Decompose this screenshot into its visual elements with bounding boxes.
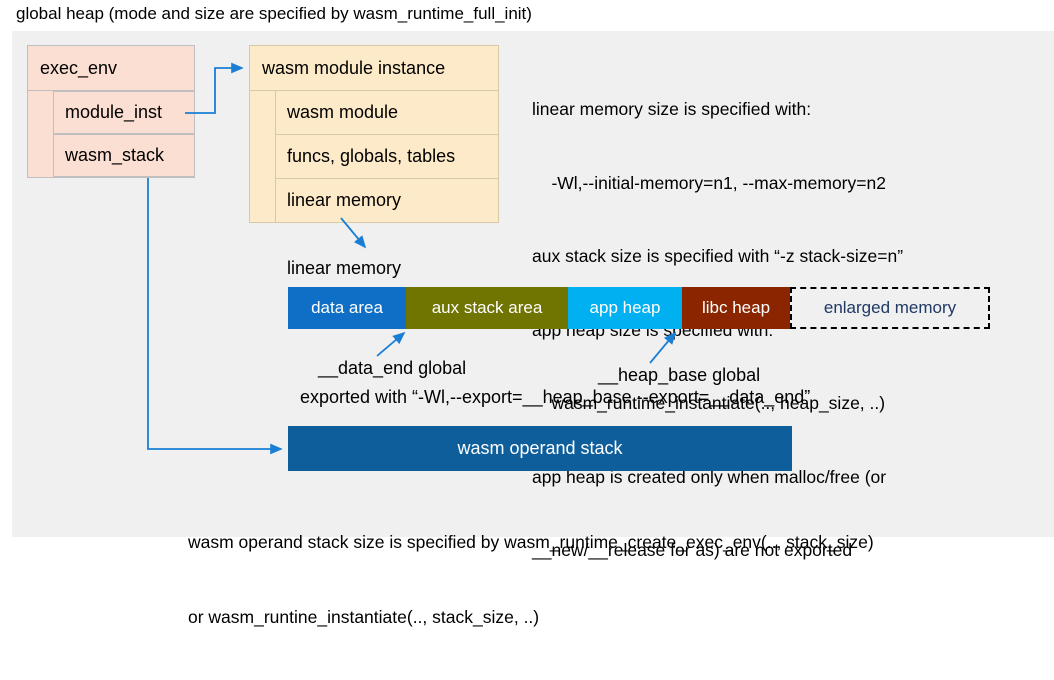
wasm-stack-label: wasm_stack bbox=[65, 145, 165, 165]
wasm-module-instance-header: wasm module instance bbox=[249, 45, 499, 91]
annotation-exported-with: exported with “-Wl,--export=__heap_base,… bbox=[300, 387, 811, 407]
linear-memory-field-label: linear memory bbox=[287, 190, 402, 210]
memory-segment-label: app heap bbox=[589, 298, 661, 317]
memory-segment-label: enlarged memory bbox=[823, 298, 957, 317]
exec-env-label: exec_env bbox=[40, 57, 118, 78]
wasm-module-instance-label: wasm module instance bbox=[262, 57, 446, 78]
linear-memory-bar: data area aux stack area app heap libc heap… bbox=[288, 287, 990, 329]
description-line: linear memory size is specified with: bbox=[532, 99, 812, 119]
description-line: wasm_runtime_instantiate(.., heap_size, … bbox=[532, 393, 886, 413]
wmi-field-funcs-globals-tables: funcs, globals, tables bbox=[275, 134, 499, 179]
bottom-note-line: or wasm_runtine_instantiate(.., stack_si… bbox=[188, 607, 540, 627]
annotation-heap-base: __heap_base global bbox=[598, 365, 761, 385]
memory-segment-aux-stack-area: aux stack area bbox=[406, 287, 568, 329]
memory-segment-label: data area bbox=[311, 298, 383, 317]
bottom-note-line: wasm operand stack size is specified by … bbox=[188, 532, 874, 552]
memory-segment-label: aux stack area bbox=[431, 298, 543, 317]
module-inst-label: module_inst bbox=[65, 102, 163, 122]
page-title: global heap (mode and size are specified… bbox=[16, 4, 532, 23]
linear-memory-caption: linear memory bbox=[287, 258, 402, 278]
wmi-field-linear-memory: linear memory bbox=[275, 178, 499, 223]
exec-env-field-wasm-stack: wasm_stack bbox=[53, 134, 195, 177]
wasm-operand-stack-label: wasm operand stack bbox=[457, 438, 623, 458]
memory-segment-enlarged-memory: enlarged memory bbox=[790, 287, 990, 329]
exec-env-field-module-inst: module_inst bbox=[53, 91, 195, 134]
wmi-field-wasm-module: wasm module bbox=[275, 90, 499, 135]
bottom-note: wasm operand stack size is specified by … bbox=[188, 480, 874, 680]
description-line: -Wl,--initial-memory=n1, --max-memory=n2 bbox=[532, 172, 886, 193]
diagram-root: global heap (mode and size are specified… bbox=[12, 4, 1054, 627]
exec-env-header: exec_env bbox=[27, 45, 195, 91]
memory-segment-libc-heap: libc heap bbox=[682, 287, 790, 329]
memory-segment-data-area: data area bbox=[288, 287, 406, 329]
wasm-operand-stack-box: wasm operand stack bbox=[288, 426, 792, 471]
description-line: app heap is created only when malloc/fre… bbox=[532, 466, 887, 487]
funcs-globals-tables-label: funcs, globals, tables bbox=[287, 146, 456, 166]
annotation-data-end: __data_end global bbox=[318, 358, 467, 378]
memory-segment-label: libc heap bbox=[701, 298, 771, 317]
description-line: aux stack size is specified with “-z sta… bbox=[532, 246, 904, 266]
wasm-module-label: wasm module bbox=[287, 102, 399, 122]
memory-segment-app-heap: app heap bbox=[568, 287, 682, 329]
